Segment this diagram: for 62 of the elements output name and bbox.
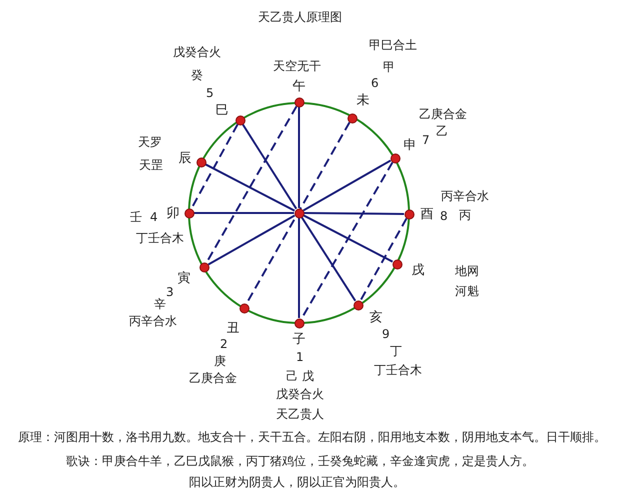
term-label: 天空无干: [273, 58, 321, 74]
term-label: 河魁: [455, 284, 479, 298]
pair-label: 甲巳合土: [369, 38, 417, 52]
pair-label: 乙庚合金: [189, 370, 237, 386]
term-label: 天罡: [139, 158, 163, 172]
radius-line: [298, 107, 300, 208]
branch-label: 酉: [420, 207, 434, 223]
branch-label: 午: [292, 79, 306, 95]
dashed-chord-line: [360, 218, 408, 302]
stem-label: 庚: [214, 354, 226, 368]
number-label: 9: [382, 326, 390, 342]
pair-label: 丁壬合木: [374, 362, 422, 378]
radius-line: [194, 212, 294, 214]
pair-label: 丁壬合木: [136, 230, 184, 246]
center-dot-icon: [294, 208, 304, 218]
branch-label: 子: [292, 332, 306, 348]
branch-label: 戌: [412, 263, 424, 279]
number-label: 2: [220, 336, 228, 352]
radius-line: [304, 212, 404, 215]
stem-label: 乙: [436, 124, 448, 138]
number-label: 6: [371, 76, 379, 90]
radius-line: [302, 214, 394, 263]
number-label: 8: [440, 208, 448, 224]
branch-label: 未: [356, 93, 370, 109]
branch-label: 卯: [166, 206, 180, 222]
number-label: 3: [166, 284, 174, 300]
pair-label: 戊癸合火: [276, 386, 324, 402]
stem-label: 癸: [191, 68, 203, 82]
radius-line: [298, 218, 300, 318]
dashed-chord-line: [190, 124, 238, 210]
stem-label: 丙: [459, 208, 471, 222]
number-label: 5: [206, 86, 214, 100]
pair-label: 丙辛合水: [441, 188, 489, 204]
number-label: 1: [296, 350, 304, 364]
stem-label: 壬: [130, 210, 142, 224]
term-label: 天罗: [138, 134, 162, 150]
number-label: 4: [150, 210, 158, 224]
radius-line: [302, 160, 392, 212]
branch-label: 巳: [216, 103, 228, 119]
stem-label: 辛: [154, 296, 166, 312]
term-label: 地网: [455, 264, 479, 278]
pair-label: 丙辛合水: [129, 314, 177, 328]
pair-label: 戊癸合火: [173, 44, 221, 60]
stem-label: 己 戊: [286, 368, 314, 384]
branch-label: 辰: [178, 151, 192, 167]
pair-label: 乙庚合金: [419, 106, 467, 122]
note-text: 阳以正财为阴贵人，阴以正官为阳贵人。: [189, 474, 405, 490]
number-label: 7: [422, 132, 430, 148]
stem-label: 丁: [390, 344, 402, 358]
term-label: 天乙贵人: [276, 406, 324, 422]
title: 天乙贵人原理图: [258, 10, 342, 24]
note-text: 原理：河图用十数，洛书用九数。地支合十，天干五合。左阳右阴，阳用地支本数，阴用地支本气。日干顺排。: [18, 430, 606, 444]
radius-line: [208, 214, 296, 266]
radius-line: [204, 163, 296, 212]
note-text: 歌诀：甲庚合牛羊，乙巳戊鼠猴，丙丁猪鸡位，壬癸兔蛇藏，辛金逢寅虎，定是贵人方。: [66, 454, 534, 468]
branch-label: 丑: [226, 321, 240, 337]
branch-label: 寅: [178, 271, 190, 287]
stem-label: 甲: [383, 60, 395, 74]
radius-line: [242, 124, 298, 210]
radius-line: [300, 216, 356, 302]
branch-label: 申: [404, 138, 416, 154]
branch-label: 亥: [370, 310, 382, 326]
